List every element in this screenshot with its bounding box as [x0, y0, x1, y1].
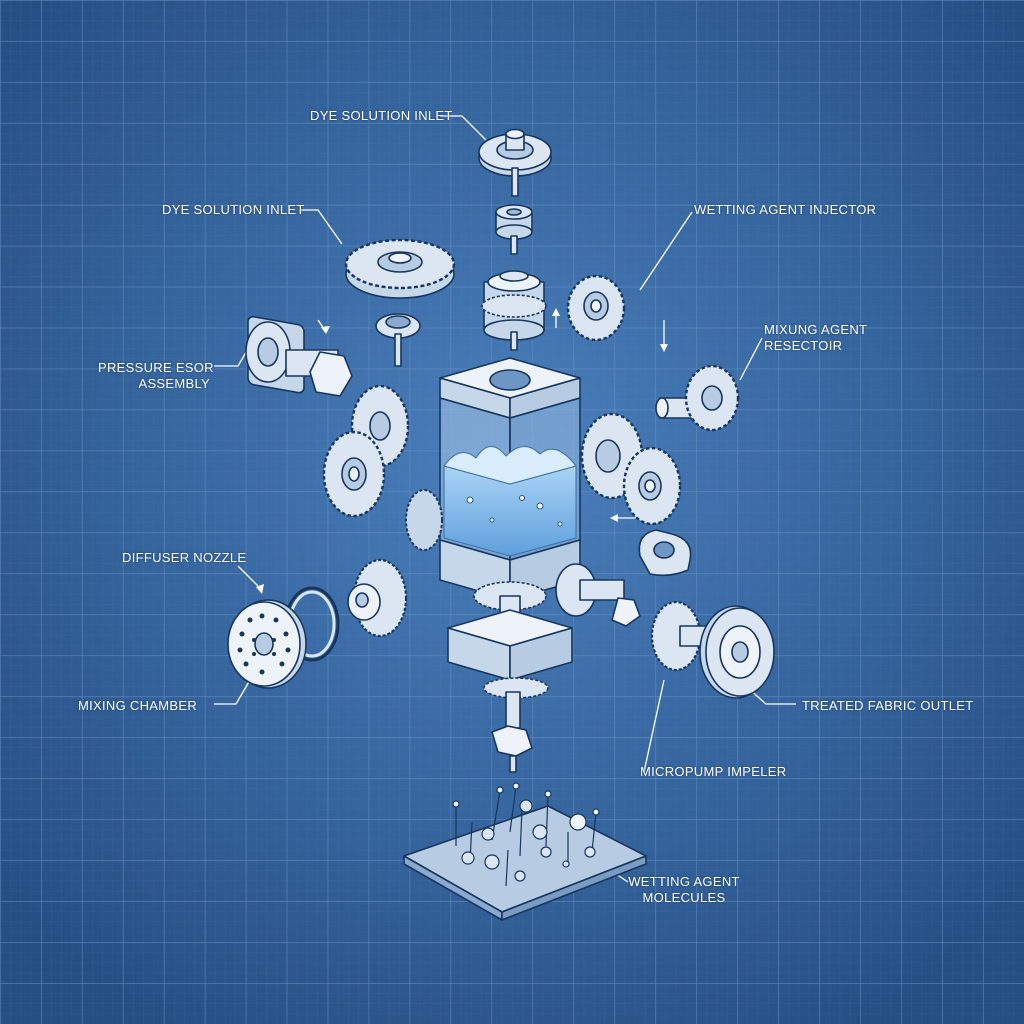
seal-ring	[375, 313, 421, 367]
pressure-sensor-assembly	[245, 315, 353, 397]
fabric-plate	[403, 805, 647, 921]
side-shaft	[555, 563, 641, 627]
label-mixing-chamber: MIXING CHAMBER	[78, 698, 198, 713]
left-top-gear	[344, 238, 456, 299]
diffuser-nozzle	[227, 586, 340, 689]
mixing-reservoir-gear	[655, 364, 740, 432]
right-gear-lower	[622, 446, 682, 526]
wetting-injector-gear	[566, 274, 626, 342]
top-gear-stack	[481, 270, 547, 351]
label-dye-inlet-top: DYE SOLUTION INLET	[310, 108, 453, 123]
inlet-fitting	[495, 204, 533, 255]
bracket	[638, 529, 692, 577]
label-micropump: MICROPUMP IMPELER	[640, 764, 787, 779]
dye-inlet-cap	[478, 128, 552, 197]
left-pinion	[347, 558, 408, 638]
left-gear-lower	[322, 430, 386, 518]
label-diffuser-nozzle: DIFFUSER NOZZLE	[122, 550, 247, 565]
arrow-heads	[256, 308, 668, 594]
label-fabric-outlet: TREATED FABRIC OUTLET	[802, 698, 974, 713]
wetting-agent-molecules	[452, 782, 600, 887]
left-side-gear	[405, 489, 443, 551]
main-tank	[439, 357, 581, 773]
fabric-outlet	[650, 600, 775, 699]
label-dye-inlet-left: DYE SOLUTION INLET	[162, 202, 305, 217]
label-wetting-injector: WETTING AGENT INJECTOR	[694, 202, 877, 217]
